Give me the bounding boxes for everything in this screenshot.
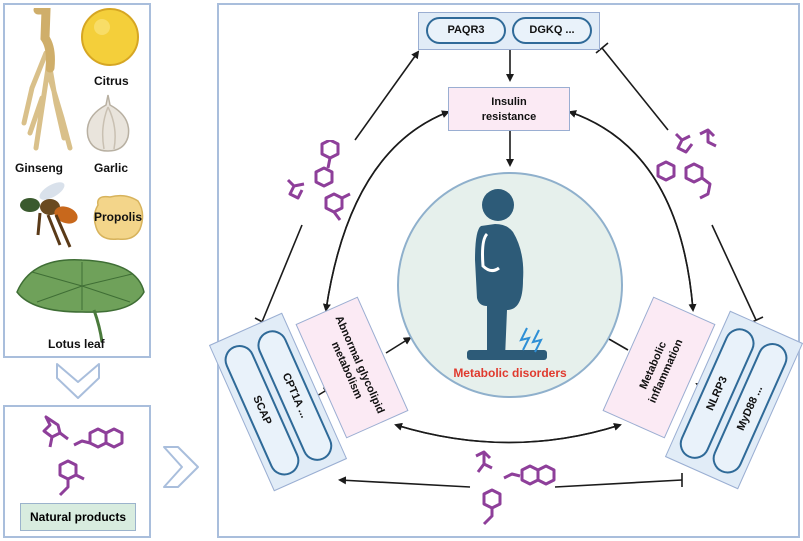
ginseng-icon: [21, 8, 73, 151]
person-icon: [475, 189, 524, 358]
scale-icon: [467, 350, 547, 360]
ginseng-label: Ginseng: [15, 161, 64, 175]
dgkq-node: DGKQ ...: [512, 17, 592, 44]
insulin-line1: Insulin: [491, 96, 527, 108]
lotus-leaf-label: Lotus leaf: [48, 337, 105, 351]
chevron-down-icon: [56, 363, 100, 399]
citrus-label: Citrus: [94, 74, 129, 88]
propolis-icon: [93, 194, 144, 241]
molecule-icon-right: [656, 128, 717, 200]
molecule-icon-bottom: [475, 450, 556, 526]
molecule-icon-left: [286, 140, 351, 221]
insulin-resistance-node: Insulin resistance: [448, 87, 570, 131]
metabolic-disorders-label: Metabolic disorders: [453, 366, 567, 380]
lotus-leaf-icon: [16, 259, 145, 343]
natural-products-label: Natural products: [20, 503, 136, 531]
paqr3-node: PAQR3: [426, 17, 506, 44]
garlic-label: Garlic: [94, 161, 129, 175]
molecule-icon: [42, 415, 124, 497]
chevron-right-icon: [163, 446, 199, 488]
bee-icon: [20, 182, 78, 248]
metabolic-disorders-circle: [397, 172, 623, 398]
garlic-icon: [86, 94, 130, 152]
propolis-label: Propolis: [94, 210, 143, 224]
insulin-line2: resistance: [481, 111, 537, 123]
citrus-icon: [81, 8, 139, 66]
